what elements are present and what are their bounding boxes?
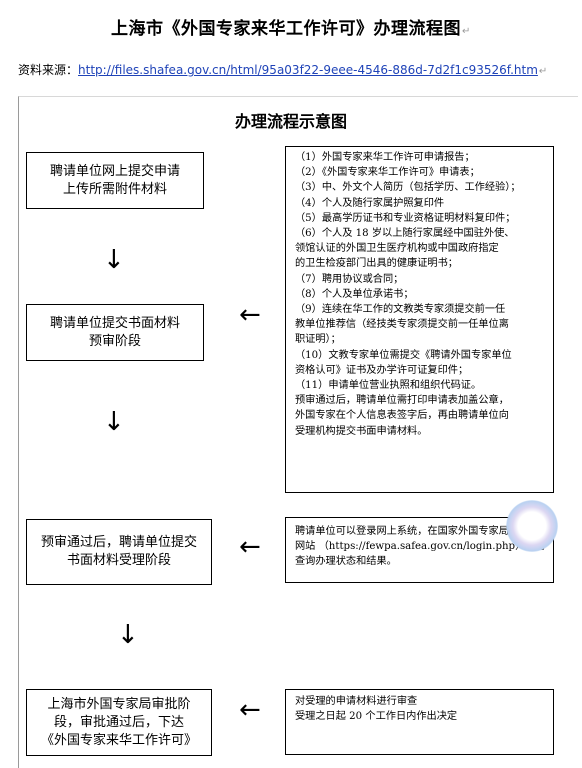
review-line: 受理之日起 20 个工作日内作出决定 <box>295 711 458 723</box>
circle-watermark-icon <box>506 500 558 552</box>
step-line: 段，审批通过后，下达 <box>53 714 184 730</box>
arrow-down-icon: ↓ <box>103 245 125 275</box>
materials-line: （8）个人及单位承诺书； <box>295 288 414 300</box>
arrow-left-icon: ← <box>239 695 261 725</box>
step-box-prereview: 聘请单位提交书面材料预审阶段 <box>26 304 204 361</box>
paragraph-mark: ↵ <box>462 26 471 37</box>
materials-line: （7）聘用协议或合同； <box>295 273 404 285</box>
query-line: 查询办理状态和结果。 <box>295 556 397 568</box>
review-decision-box: 对受理的申请材料进行审查 受理之日起 20 个工作日内作出决定 <box>285 689 554 755</box>
materials-line: （3）中、外文个人简历（包括学历、工作经验）； <box>295 182 521 194</box>
materials-line: （10）文教专家单位需提交《聘请外国专家单位 <box>295 349 512 361</box>
materials-line: （4）个人及随行家属护照复印件 <box>295 197 445 209</box>
source-link[interactable]: http://files.shafea.gov.cn/html/95a03f22… <box>78 63 538 77</box>
online-query-box: 聘请单位可以登录网上系统，在国家外国专家局 网站 （https://fewpa.… <box>285 517 554 583</box>
step-box-acceptance: 预审通过后，聘请单位提交书面材料受理阶段 <box>26 519 212 585</box>
step-box-online-submit: 聘请单位网上提交申请上传所需附件材料 <box>26 152 204 209</box>
step-line: 预审通过后，聘请单位提交 <box>40 535 197 550</box>
materials-line: 受理机构提交书面申请材料。 <box>295 425 428 437</box>
step-line: 聘请单位网上提交申请 <box>49 163 180 179</box>
review-line: 对受理的申请材料进行审查 <box>295 696 418 707</box>
source-line: 资料来源：http://files.shafea.gov.cn/html/95a… <box>18 61 547 78</box>
flow-title: 办理流程示意图 <box>234 112 347 131</box>
materials-line: 领馆认证的外国卫生医疗机构或中国政府指定 <box>295 243 499 255</box>
materials-line: （9）连续在华工作的文教类专家须提交前一任 <box>295 304 506 316</box>
arrow-down-icon: ↓ <box>103 407 125 437</box>
materials-list-box: （1）外国专家来华工作许可申请报告； （2）《外国专家来华工作许可》申请表； （… <box>285 146 554 493</box>
step-line: 上传所需附件材料 <box>62 181 167 197</box>
step-line: 书面材料受理阶段 <box>66 553 171 568</box>
document-title: 上海市《外国专家来华工作许可》办理流程图↵ <box>111 19 471 39</box>
query-line: 聘请单位可以登录网上系统，在国家外国专家局 <box>295 526 509 537</box>
step-box-approval: 上海市外国专家局审批阶段，审批通过后，下达《外国专家来华工作许可》 <box>26 689 212 756</box>
materials-line: （2）《外国专家来华工作许可》申请表； <box>295 167 480 179</box>
query-line: 网站 （https://fewpa.safea.gov.cn/login.php… <box>295 541 546 553</box>
materials-line: 教单位推荐信（经技类专家须提交前一任单位离 <box>295 319 509 331</box>
materials-line: 外国专家在个人信息表签字后，再由聘请单位向 <box>295 410 509 422</box>
materials-line: （6）个人及 18 岁以上随行家属经中国驻外使、 <box>295 228 515 240</box>
materials-line: 的卫生检疫部门出具的健康证明书； <box>295 258 458 270</box>
materials-line: （1）外国专家来华工作许可申请报告； <box>295 152 475 163</box>
paragraph-mark: ↵ <box>538 66 548 77</box>
materials-line: （11）申请单位营业执照和组织代码证。 <box>295 380 482 392</box>
step-line: 上海市外国专家局审批阶 <box>47 696 191 712</box>
materials-line: 职证明）； <box>295 334 341 346</box>
page-frame <box>18 96 578 768</box>
materials-line: （5）最高学历证书和专业资格证明材料复印件； <box>295 212 516 224</box>
step-line: 《外国专家来华工作许可》 <box>40 732 197 748</box>
source-label: 资料来源： <box>18 63 79 77</box>
materials-line: 预审通过后，聘请单位需打印申请表加盖公章， <box>295 395 509 407</box>
arrow-left-icon: ← <box>239 300 261 330</box>
materials-line: 资格认可》证书及办学许可证复印件； <box>295 364 469 376</box>
arrow-left-icon: ← <box>239 532 261 562</box>
step-line: 聘请单位提交书面材料 <box>49 315 180 331</box>
arrow-down-icon: ↓ <box>117 620 139 650</box>
step-line: 预审阶段 <box>88 333 141 349</box>
